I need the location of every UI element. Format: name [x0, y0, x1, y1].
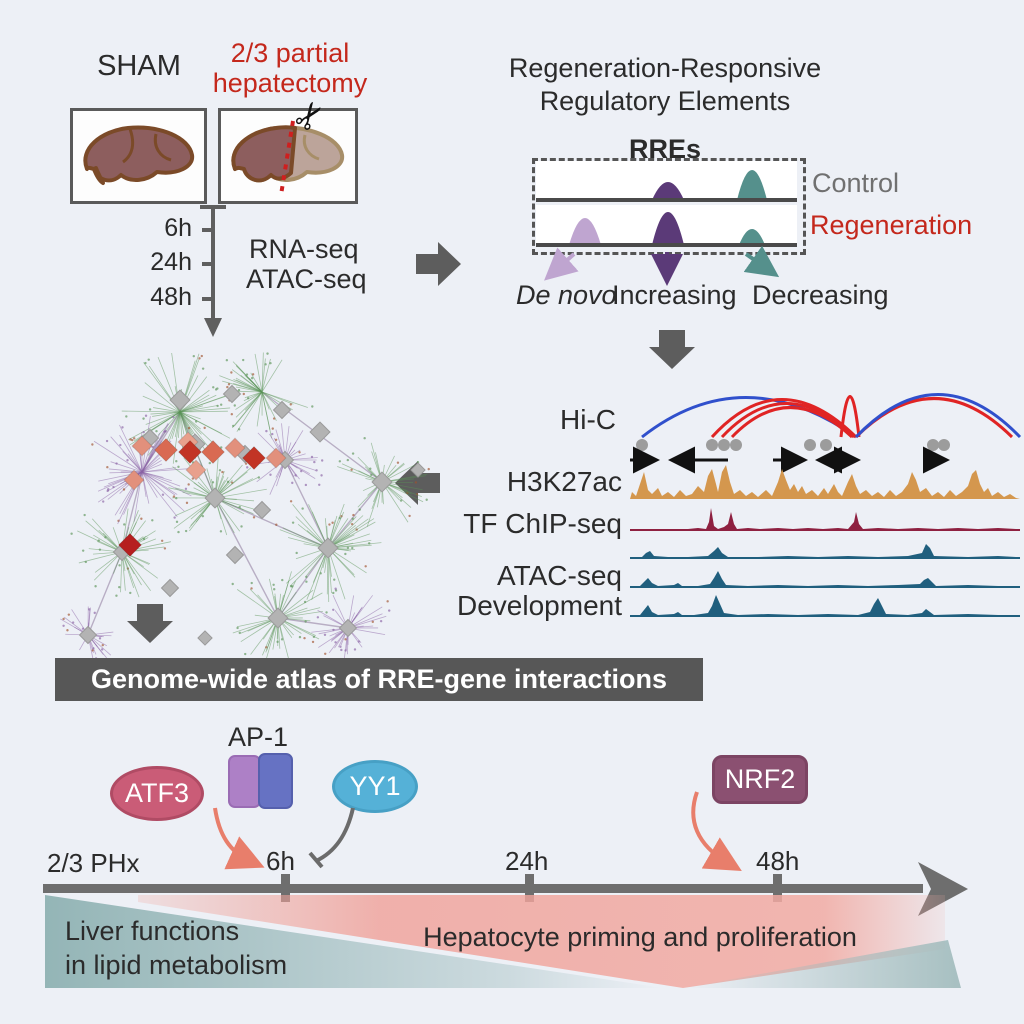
rre-category-arrows [544, 245, 780, 286]
left-process-line1: Liver functions [65, 916, 240, 946]
atac-track-3 [630, 595, 1020, 616]
timeline-bar [43, 884, 923, 893]
priming-wedge [138, 895, 945, 988]
atac-track-1 [630, 544, 1020, 558]
right-process-label: Hepatocyte priming and proliferation [423, 922, 857, 952]
lipid-metabolism-wedge [45, 895, 663, 988]
genomic-tracks [630, 393, 1022, 617]
timepoint-48h: 48h [150, 283, 192, 311]
flow-arrow-left-icon [395, 461, 440, 505]
ap1-subunit-right [258, 753, 293, 809]
timeline-48h: 48h [756, 846, 800, 876]
phx-liver-box: ✂ [218, 92, 358, 204]
timeline-tick-48h [773, 874, 782, 902]
hepatectomy-title-line1: 2/3 partial [230, 38, 350, 68]
phx-liver-illustration [231, 120, 345, 196]
atac-track-2 [630, 571, 1020, 587]
regeneration-peak-denovo [569, 218, 601, 245]
yy1-label: YY1 [349, 771, 401, 801]
nrf2-label: NRF2 [724, 764, 796, 794]
left-process-line2: in lipid metabolism [65, 950, 288, 980]
sham-title: SHAM [97, 50, 181, 82]
control-label: Control [812, 168, 900, 198]
atf3-label: ATF3 [124, 778, 189, 808]
flow-arrow-right-icon [416, 242, 461, 286]
rre-panel-title-line1: Regeneration-Responsive [508, 53, 822, 83]
nrf2-box: NRF2 [712, 755, 808, 804]
sham-liver-box [70, 108, 207, 204]
regeneration-track [536, 205, 797, 247]
regeneration-peak-increasing [652, 212, 684, 245]
atlas-banner: Genome-wide atlas of RRE-gene interactio… [55, 658, 703, 701]
category-decreasing: Decreasing [752, 280, 889, 310]
atf3-ap1-arrow-icon [213, 807, 265, 870]
track-label-development: Development [457, 590, 622, 621]
track-label-atac: ATAC-seq [497, 560, 622, 591]
grn-network [60, 352, 430, 671]
timeline-tick-6h [281, 874, 290, 902]
nrf2-arrow-icon [691, 791, 742, 872]
track-label-hic: Hi-C [560, 404, 616, 435]
control-peak-decreasing [737, 170, 767, 200]
assay-rna-seq: RNA-seq [249, 234, 359, 264]
regeneration-label: Regeneration [810, 210, 973, 240]
rre-panel-title: Regeneration-Responsive Regulatory Eleme… [455, 52, 875, 118]
yy1-oval: YY1 [332, 760, 418, 813]
rre-panel-title-line2: Regulatory Elements [539, 86, 791, 116]
track-label-h3k27ac: H3K27ac [506, 466, 622, 497]
yy1-inhibition-bar-icon [308, 851, 324, 869]
timepoint-6h: 6h [164, 214, 192, 242]
hepatectomy-title: 2/3 partial hepatectomy [200, 38, 380, 98]
ap1-label: AP-1 [227, 722, 289, 752]
control-track [536, 161, 797, 202]
atf3-oval: ATF3 [110, 766, 204, 821]
process-wedges [45, 895, 961, 988]
track-label-tf-chip: TF ChIP-seq [463, 508, 622, 539]
category-increasing: Increasing [612, 280, 737, 310]
category-denovo: De novo [516, 280, 617, 310]
hepatectomy-title-line2: hepatectomy [212, 68, 368, 98]
hic-anchor-dots [636, 439, 950, 451]
time-axis-arrowhead-icon [204, 318, 222, 337]
h3k27ac-track [630, 465, 1020, 499]
atlas-banner-text: Genome-wide atlas of RRE-gene interactio… [90, 664, 668, 694]
regulator-arrows [213, 791, 742, 872]
yy1-inhibition-arrow-icon [315, 807, 355, 863]
flow-arrow-down-icon [649, 330, 695, 369]
tf-chip-track [630, 508, 1020, 530]
decreasing-arrow-icon [743, 245, 780, 278]
phx-start-label: 2/3 PHx [47, 848, 140, 878]
control-peak-increasing [652, 182, 684, 200]
denovo-arrow-icon [544, 247, 579, 281]
timeline-6h: 6h [266, 846, 295, 876]
regeneration-peak-decreasing [739, 229, 765, 245]
hic-arcs [641, 393, 1022, 439]
timepoint-24h: 24h [150, 248, 192, 276]
timeline-24h: 24h [505, 846, 549, 876]
flow-arrow-down2-icon [127, 604, 173, 643]
sham-liver-illustration [83, 125, 195, 185]
assay-atac-seq: ATAC-seq [246, 264, 367, 294]
time-axis [200, 205, 226, 337]
cut-line [279, 120, 295, 196]
right-teal-wedge [683, 940, 961, 988]
timeline-tick-24h [525, 874, 534, 902]
